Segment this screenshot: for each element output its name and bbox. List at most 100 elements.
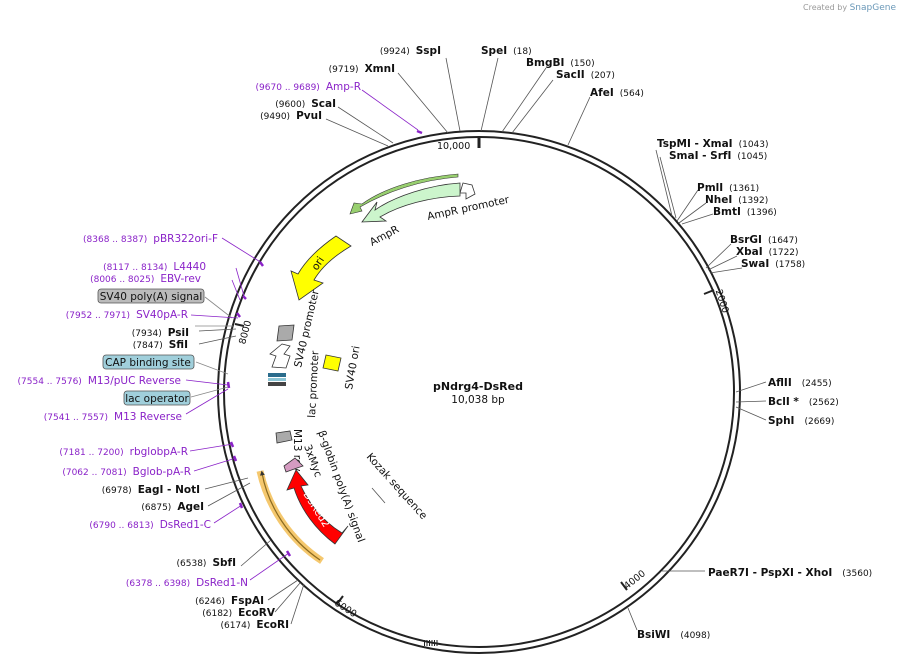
enzyme-labels-left[interactable]: (9924)SspI (9719)XmnI (9600)ScaI (9490)P… <box>102 45 441 631</box>
primer-ticks <box>226 129 423 557</box>
plasmid-name: pNdrg4-DsRed <box>433 380 523 393</box>
tick-10000: 10,000 <box>437 141 470 152</box>
svg-text:(6174)EcoRI: (6174)EcoRI <box>220 619 289 631</box>
enzyme-paer7i: PaeR7I <box>708 567 749 579</box>
boxed-lac-operator[interactable]: lac operator <box>123 390 191 406</box>
enzyme-sacii: SacII <box>556 69 585 81</box>
enzyme-spei: SpeI <box>481 45 507 57</box>
svg-text:AfeI(564): AfeI(564) <box>590 87 644 99</box>
enzyme-tspmi: TspMI <box>657 138 691 150</box>
enzyme-srfi: SrfI <box>710 150 731 162</box>
svg-text:(9719)XmnI: (9719)XmnI <box>329 63 395 75</box>
svg-text:(9600)ScaI: (9600)ScaI <box>275 98 336 110</box>
enzyme-swai: SwaI <box>741 258 769 270</box>
svg-text:(7952 .. 7971)SV40pA-R: (7952 .. 7971)SV40pA-R <box>66 309 188 321</box>
enzyme-eagi: EagI <box>138 484 164 496</box>
sv40-polya-label: SV40 poly(A) signal <box>100 291 203 303</box>
enzyme-bsrgi: BsrGI <box>730 234 762 246</box>
svg-text:PaeR7I - PspXI - XhoI(3560): PaeR7I - PspXI - XhoI(3560) <box>708 567 872 579</box>
svg-text:SpeI(18): SpeI(18) <box>481 45 532 57</box>
feature-sv40-ori[interactable]: SV40 ori <box>322 345 363 391</box>
enzyme-agei: AgeI <box>177 501 204 513</box>
enzyme-pspxi: PspXI <box>761 567 794 579</box>
primer-rbglobpa-r: rbglobpA-R <box>130 446 188 458</box>
enzyme-xbai: XbaI <box>736 246 763 258</box>
enzyme-pmli: PmlI <box>697 182 723 194</box>
svg-text:(6790 .. 6813)DsRed1-C: (6790 .. 6813)DsRed1-C <box>89 519 211 531</box>
enzyme-bmgbi: BmgBI <box>526 57 564 69</box>
svg-text:SmaI - SrfI(1045): SmaI - SrfI(1045) <box>669 150 767 162</box>
created-by-label: Created by <box>803 3 848 12</box>
lac-operator-label: lac operator <box>125 393 189 405</box>
enzyme-nhei: NheI <box>705 194 732 206</box>
enzyme-ecori: EcoRI <box>256 619 289 631</box>
enzyme-sspi: SspI <box>416 45 441 57</box>
svg-text:(9924)SspI: (9924)SspI <box>380 45 441 57</box>
svg-text:(8117 .. 8134)L4440: (8117 .. 8134)L4440 <box>103 261 206 273</box>
feature-ori[interactable]: ori <box>290 235 352 301</box>
primer-m13-reverse: M13 Reverse <box>114 411 182 423</box>
primer-pbr322ori-f: pBR322ori-F <box>153 233 218 245</box>
enzyme-bcli: BclI * <box>768 396 799 408</box>
svg-text:(9670 .. 9689)Amp-R: (9670 .. 9689)Amp-R <box>256 81 361 93</box>
enzyme-pvui: PvuI <box>296 110 322 122</box>
svg-text:(6378 .. 6398)DsRed1-N: (6378 .. 6398)DsRed1-N <box>126 577 248 589</box>
svg-text:(8368 .. 8387)pBR322ori-F: (8368 .. 8387)pBR322ori-F <box>83 233 218 245</box>
feature-lac-promoter[interactable]: lac promoter <box>268 350 322 418</box>
svg-text:SwaI(1758): SwaI(1758) <box>741 258 805 270</box>
primer-bglob-pa-r: Bglob-pA-R <box>133 466 191 478</box>
svg-text:AflII(2455): AflII(2455) <box>768 377 832 389</box>
enzyme-sbfi: SbfI <box>212 557 236 569</box>
feature-3xmyc[interactable]: 3xMyc <box>283 443 324 479</box>
tick-2000: 2000 <box>713 288 731 314</box>
enzyme-noti: NotI <box>175 484 200 496</box>
enzyme-ecorv: EcoRV <box>238 607 276 619</box>
ampr-label: AmpR <box>368 223 401 248</box>
svg-text:BmtI(1396): BmtI(1396) <box>713 206 777 218</box>
primer-highlight-dsred <box>256 470 324 564</box>
plasmid-size: 10,038 bp <box>451 394 505 406</box>
boxed-sv40-polya[interactable]: SV40 poly(A) signal <box>97 288 205 304</box>
primer-m13-puc-reverse: M13/pUC Reverse <box>88 375 181 387</box>
enzyme-xmai: XmaI <box>703 138 733 150</box>
feature-kozak: Kozak sequence <box>364 451 430 522</box>
primer-lines <box>185 89 419 581</box>
svg-text:(9490)PvuI: (9490)PvuI <box>260 110 322 122</box>
enzyme-aflii: AflII <box>768 377 792 389</box>
svg-text:(7847)SfiI: (7847)SfiI <box>133 339 188 351</box>
cap-binding-label: CAP binding site <box>105 357 191 369</box>
enzyme-labels-right[interactable]: SpeI(18) BmgBI(150) SacII(207) AfeI(564)… <box>481 45 872 641</box>
svg-text:TspMI - XmaI(1043): TspMI - XmaI(1043) <box>657 138 769 150</box>
enzyme-xhoi: XhoI <box>806 567 833 579</box>
primer-labels[interactable]: (9670 .. 9689)Amp-R (8368 .. 8387)pBR322… <box>18 81 361 589</box>
svg-text:BmgBI(150): BmgBI(150) <box>526 57 595 69</box>
primer-ebv-rev: EBV-rev <box>160 273 201 285</box>
svg-text:(6978)EagI - NotI: (6978)EagI - NotI <box>102 484 200 496</box>
primer-dsred1-c: DsRed1-C <box>160 519 211 531</box>
enzyme-sfii: SfiI <box>169 339 188 351</box>
svg-text:BclI *(2562): BclI *(2562) <box>768 396 839 408</box>
svg-text:BsrGI(1647): BsrGI(1647) <box>730 234 798 246</box>
svg-text:PmlI(1361): PmlI(1361) <box>697 182 759 194</box>
enzyme-sphi: SphI <box>768 415 794 427</box>
svg-text:(7181 .. 7200)rbglobpA-R: (7181 .. 7200)rbglobpA-R <box>59 446 188 458</box>
svg-text:(8006 .. 8025)EBV-rev: (8006 .. 8025)EBV-rev <box>90 273 201 285</box>
svg-text:(6538)SbfI: (6538)SbfI <box>177 557 237 569</box>
svg-text:(7554 .. 7576)M13/pUC Reverse: (7554 .. 7576)M13/pUC Reverse <box>18 375 181 387</box>
enzyme-bmti: BmtI <box>713 206 741 218</box>
svg-text:(6875)AgeI: (6875)AgeI <box>141 501 204 513</box>
kozak-label: Kozak sequence <box>364 451 430 522</box>
sv40-ori-label: SV40 ori <box>343 345 362 391</box>
tick-8000: 8000 <box>237 319 254 345</box>
enzyme-bsiwi: BsiWI <box>637 629 670 641</box>
enzyme-fspai: FspAI <box>231 595 264 607</box>
tick-4000: 4000 <box>622 568 648 592</box>
enzyme-smai: SmaI <box>669 150 699 162</box>
boxed-cap-binding[interactable]: CAP binding site <box>102 354 195 370</box>
primer-dsred1-n: DsRed1-N <box>196 577 248 589</box>
svg-text:(6182)EcoRV: (6182)EcoRV <box>202 607 276 619</box>
svg-text:(6246)FspAI: (6246)FspAI <box>195 595 264 607</box>
lac-promoter-label: lac promoter <box>306 350 322 418</box>
primer-arrow-ampr <box>349 173 459 215</box>
